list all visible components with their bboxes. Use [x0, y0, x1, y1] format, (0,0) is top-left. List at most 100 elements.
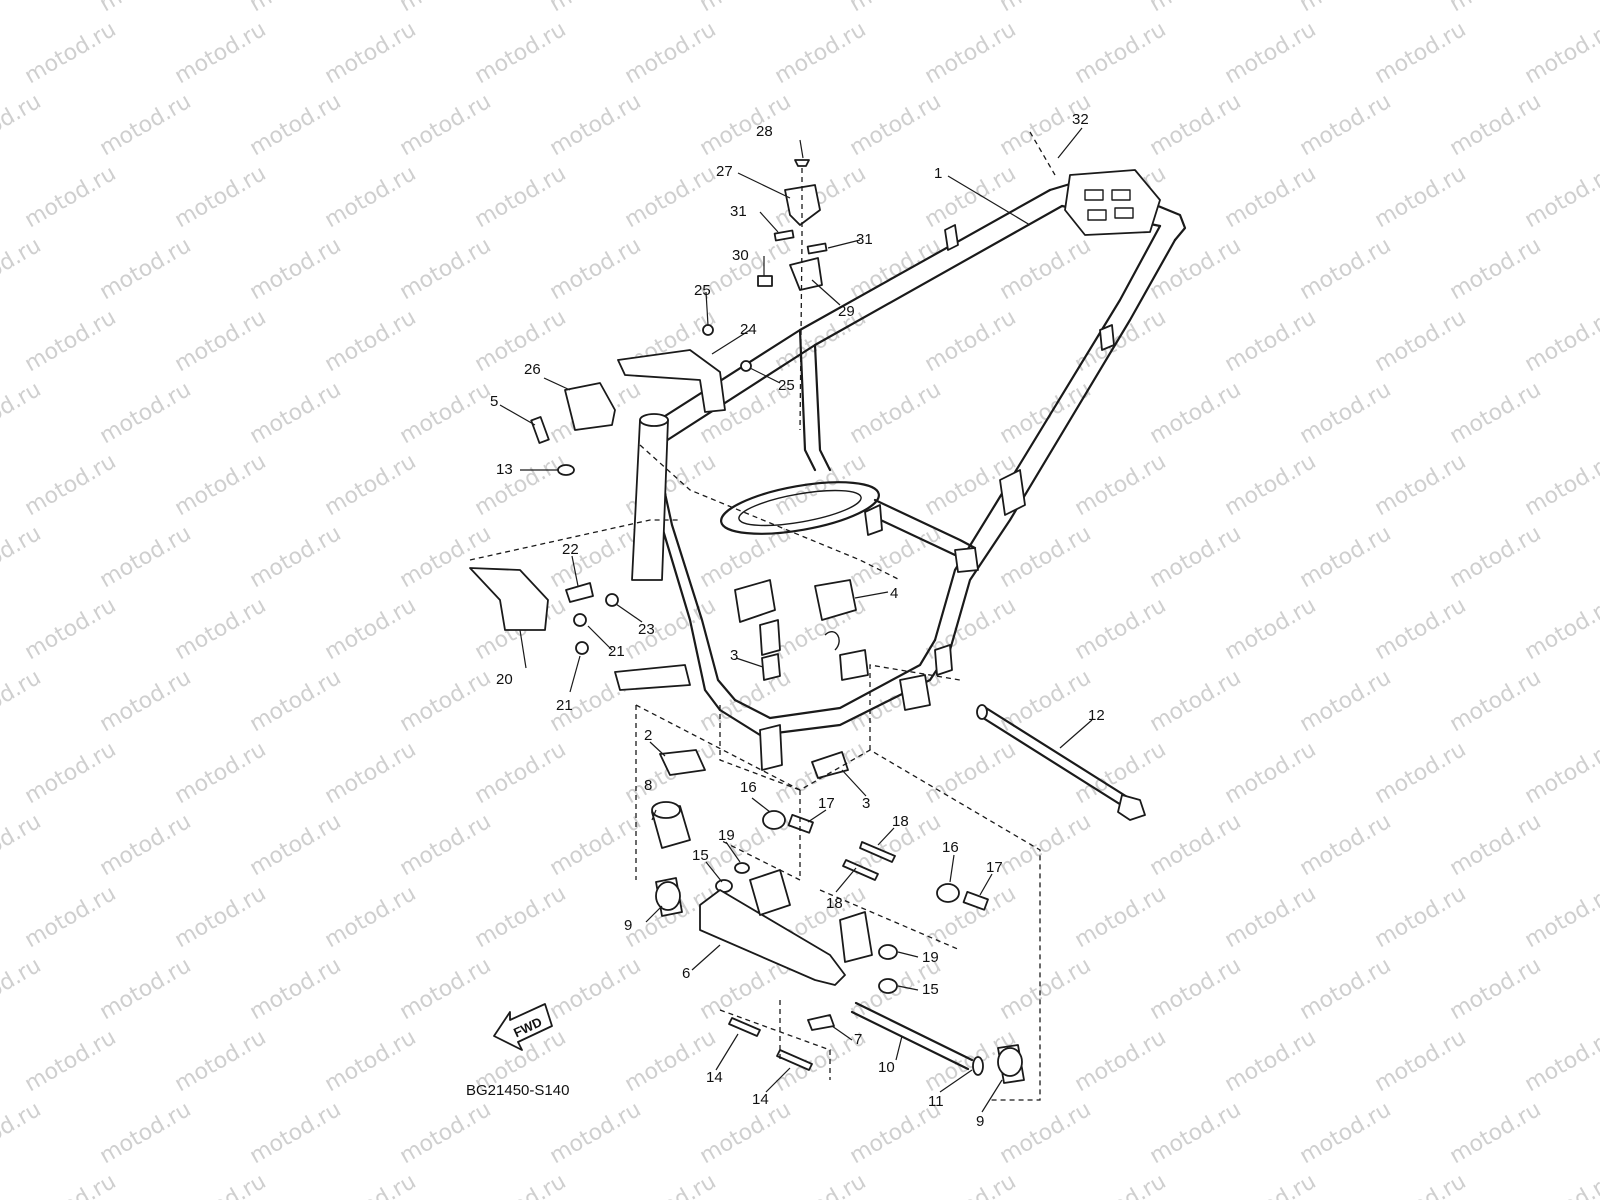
watermark-text: motod.ru [246, 809, 346, 881]
watermark-text: motod.ru [96, 809, 196, 881]
watermark-text: motod.ru [1071, 449, 1171, 521]
watermark-text: motod.ru [546, 953, 646, 1025]
watermark-text: motod.ru [1521, 161, 1600, 233]
watermark-text: motod.ru [1596, 809, 1600, 881]
watermark-text: motod.ru [0, 0, 45, 17]
callout-14b: 14 [752, 1091, 769, 1108]
watermark-text: motod.ru [171, 1025, 271, 1097]
watermark-text: motod.ru [21, 161, 121, 233]
watermark-text: motod.ru [921, 17, 1021, 89]
watermark-text: motod.ru [171, 737, 271, 809]
leader-lines [499, 127, 1093, 1113]
watermark-text: motod.ru [621, 17, 721, 89]
watermark-text: motod.ru [246, 0, 346, 17]
watermark-text: motod.ru [1446, 521, 1546, 593]
watermark-text: motod.ru [1596, 233, 1600, 305]
watermark-text: motod.ru [996, 377, 1096, 449]
watermark-text: motod.ru [0, 953, 45, 1025]
watermark-text: motod.ru [246, 377, 346, 449]
watermark-text: motod.ru [621, 161, 721, 233]
callout-17a: 17 [818, 795, 835, 812]
watermark-text: motod.ru [396, 1097, 496, 1169]
watermark-text: motod.ru [1146, 89, 1246, 161]
watermark-text: motod.ru [1221, 17, 1321, 89]
watermark-text: motod.ru [1146, 809, 1246, 881]
watermark-text: motod.ru [1071, 17, 1171, 89]
watermark-text: motod.ru [1146, 377, 1246, 449]
watermark-text: motod.ru [1521, 593, 1600, 665]
watermark-text: motod.ru [846, 521, 946, 593]
watermark-text: motod.ru [1371, 1025, 1471, 1097]
watermark-text: motod.ru [321, 161, 421, 233]
watermark-text: motod.ru [1371, 449, 1471, 521]
watermark-text: motod.ru [96, 521, 196, 593]
watermark-text: motod.ru [1221, 449, 1321, 521]
callout-31a: 31 [730, 203, 747, 220]
watermark-text: motod.ru [546, 233, 646, 305]
callout-29: 29 [838, 303, 855, 320]
watermark-text: motod.ru [1296, 953, 1396, 1025]
watermark-text: motod.ru [21, 449, 121, 521]
watermark-text: motod.ru [771, 17, 871, 89]
watermark-text: motod.ru [396, 0, 496, 17]
watermark-text: motod.ru [321, 737, 421, 809]
callout-19b: 19 [922, 949, 939, 966]
watermark-text: motod.ru [1296, 521, 1396, 593]
watermark-text: motod.ru [396, 233, 496, 305]
watermark-text: motod.ru [1071, 593, 1171, 665]
watermark-text: motod.ru [846, 89, 946, 161]
callout-31b: 31 [856, 231, 873, 248]
watermark-text: motod.ru [21, 737, 121, 809]
callout-27: 27 [716, 163, 733, 180]
watermark-text: motod.ru [1371, 17, 1471, 89]
callout-labels: 1 2 3 3 4 5 6 7 8 9 9 10 11 12 13 14 14 … [490, 111, 1105, 1130]
callout-21a: 21 [608, 643, 625, 660]
watermark-text: motod.ru [921, 1169, 1021, 1200]
watermark-text: motod.ru [471, 17, 571, 89]
watermark-text: motod.ru [921, 737, 1021, 809]
watermark-text: motod.ru [21, 1169, 121, 1200]
watermark-text: motod.ru [1071, 881, 1171, 953]
watermark-text: motod.ru [471, 881, 571, 953]
watermark-text: motod.ru [1371, 881, 1471, 953]
watermark-text: motod.ru [171, 17, 271, 89]
watermark-text: motod.ru [1296, 0, 1396, 17]
engine-bracket-assembly [651, 801, 1025, 1084]
callout-12: 12 [1088, 707, 1105, 724]
watermark-text: motod.ru [1521, 17, 1600, 89]
watermark-text: motod.ru [1146, 233, 1246, 305]
watermark-text: motod.ru [696, 0, 796, 17]
watermark-text: motod.ru [1521, 449, 1600, 521]
watermark-text: motod.ru [771, 449, 871, 521]
watermark-text: motod.ru [321, 1025, 421, 1097]
watermark-text: motod.ru [321, 881, 421, 953]
watermark-text: motod.ru [1446, 665, 1546, 737]
watermark-text: motod.ru [321, 593, 421, 665]
watermark-text: motod.ru [96, 233, 196, 305]
watermark-text: motod.ru [996, 665, 1096, 737]
watermark-text: motod.ru [1296, 665, 1396, 737]
watermark-text: motod.ru [321, 305, 421, 377]
watermark-text: motod.ru [1446, 809, 1546, 881]
watermark-text: motod.ru [96, 665, 196, 737]
callout-14a: 14 [706, 1069, 723, 1086]
watermark-text: motod.ru [621, 1025, 721, 1097]
dashed-guide-lines [469, 131, 1056, 1101]
callout-21b: 21 [556, 697, 573, 714]
watermark-text: motod.ru [96, 89, 196, 161]
watermark-text: motod.ru [21, 881, 121, 953]
watermark-text: motod.ru [1146, 0, 1246, 17]
watermark-text: motod.ru [1296, 1097, 1396, 1169]
callout-19a: 19 [718, 827, 735, 844]
callout-5: 5 [490, 393, 498, 410]
watermark-text: motod.ru [996, 233, 1096, 305]
callout-24: 24 [740, 321, 757, 338]
watermark-text: motod.ru [1446, 377, 1546, 449]
watermark-text: motod.ru [1521, 1169, 1600, 1200]
callout-25a: 25 [694, 282, 711, 299]
callout-18a: 18 [892, 813, 909, 830]
callout-30: 30 [732, 247, 749, 264]
callout-25b: 25 [778, 377, 795, 394]
watermark-text: motod.ru [171, 305, 271, 377]
